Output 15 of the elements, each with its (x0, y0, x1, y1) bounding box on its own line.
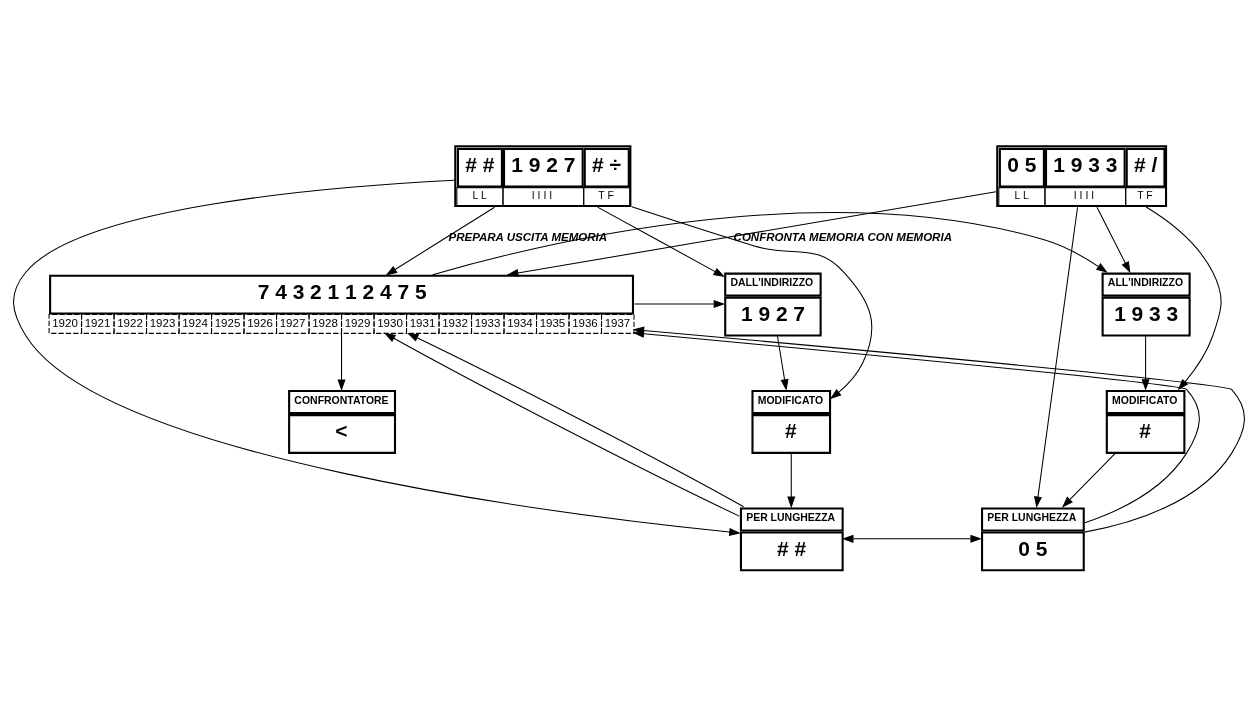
arrow (385, 206, 496, 276)
arrow (597, 206, 725, 277)
arrow (841, 534, 982, 543)
arrow (776, 335, 789, 391)
arrow (787, 453, 796, 509)
arrow (1061, 453, 1116, 508)
arrow (337, 333, 346, 391)
arrow (1096, 206, 1131, 274)
edge-label: CONFRONTA MEMORIA CON MEMORIA (733, 231, 952, 244)
arrow (506, 191, 997, 277)
arrow (432, 212, 1108, 276)
arrow (1141, 335, 1150, 391)
arrow (13, 179, 741, 537)
arrow (1034, 206, 1079, 509)
arrow (633, 299, 726, 309)
